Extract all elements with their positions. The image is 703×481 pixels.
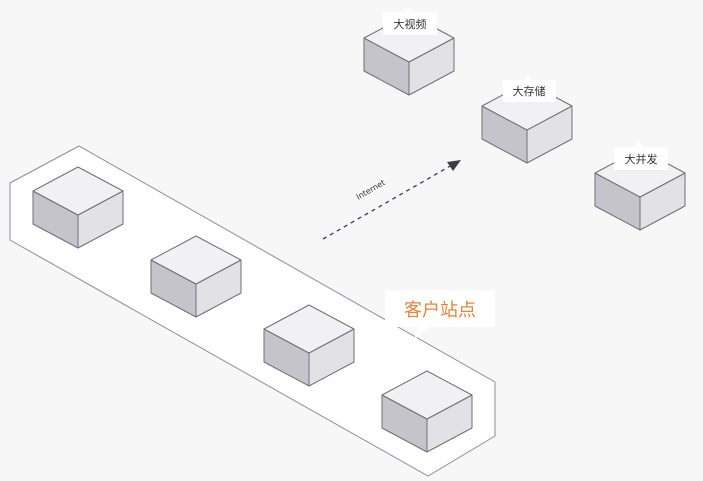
customer-server-cube-3 <box>263 304 355 387</box>
customer-site-label: 客户站点 <box>404 300 476 321</box>
cube-top-face <box>150 235 242 285</box>
customer-site-callout: 客户站点 <box>385 290 495 340</box>
customer-server-cube-4 <box>381 370 473 453</box>
internet-arrow <box>322 160 461 240</box>
customer-server-cube-1 <box>32 166 124 249</box>
svg-text:大并发: 大并发 <box>625 152 658 166</box>
storage-label: 大存储 <box>503 76 556 102</box>
cube-top-face <box>381 370 473 420</box>
video-label: 大视频 <box>383 8 437 35</box>
svg-text:大视频: 大视频 <box>394 17 427 31</box>
concurrency-label: 大并发 <box>614 142 668 170</box>
customer-server-cube-2 <box>150 235 242 318</box>
internet-label: Internet <box>355 178 387 202</box>
svg-text:大存储: 大存储 <box>513 84 546 98</box>
customer-site-platform <box>9 145 496 477</box>
cube-top-face <box>263 304 355 354</box>
cube-top-face <box>32 166 124 216</box>
